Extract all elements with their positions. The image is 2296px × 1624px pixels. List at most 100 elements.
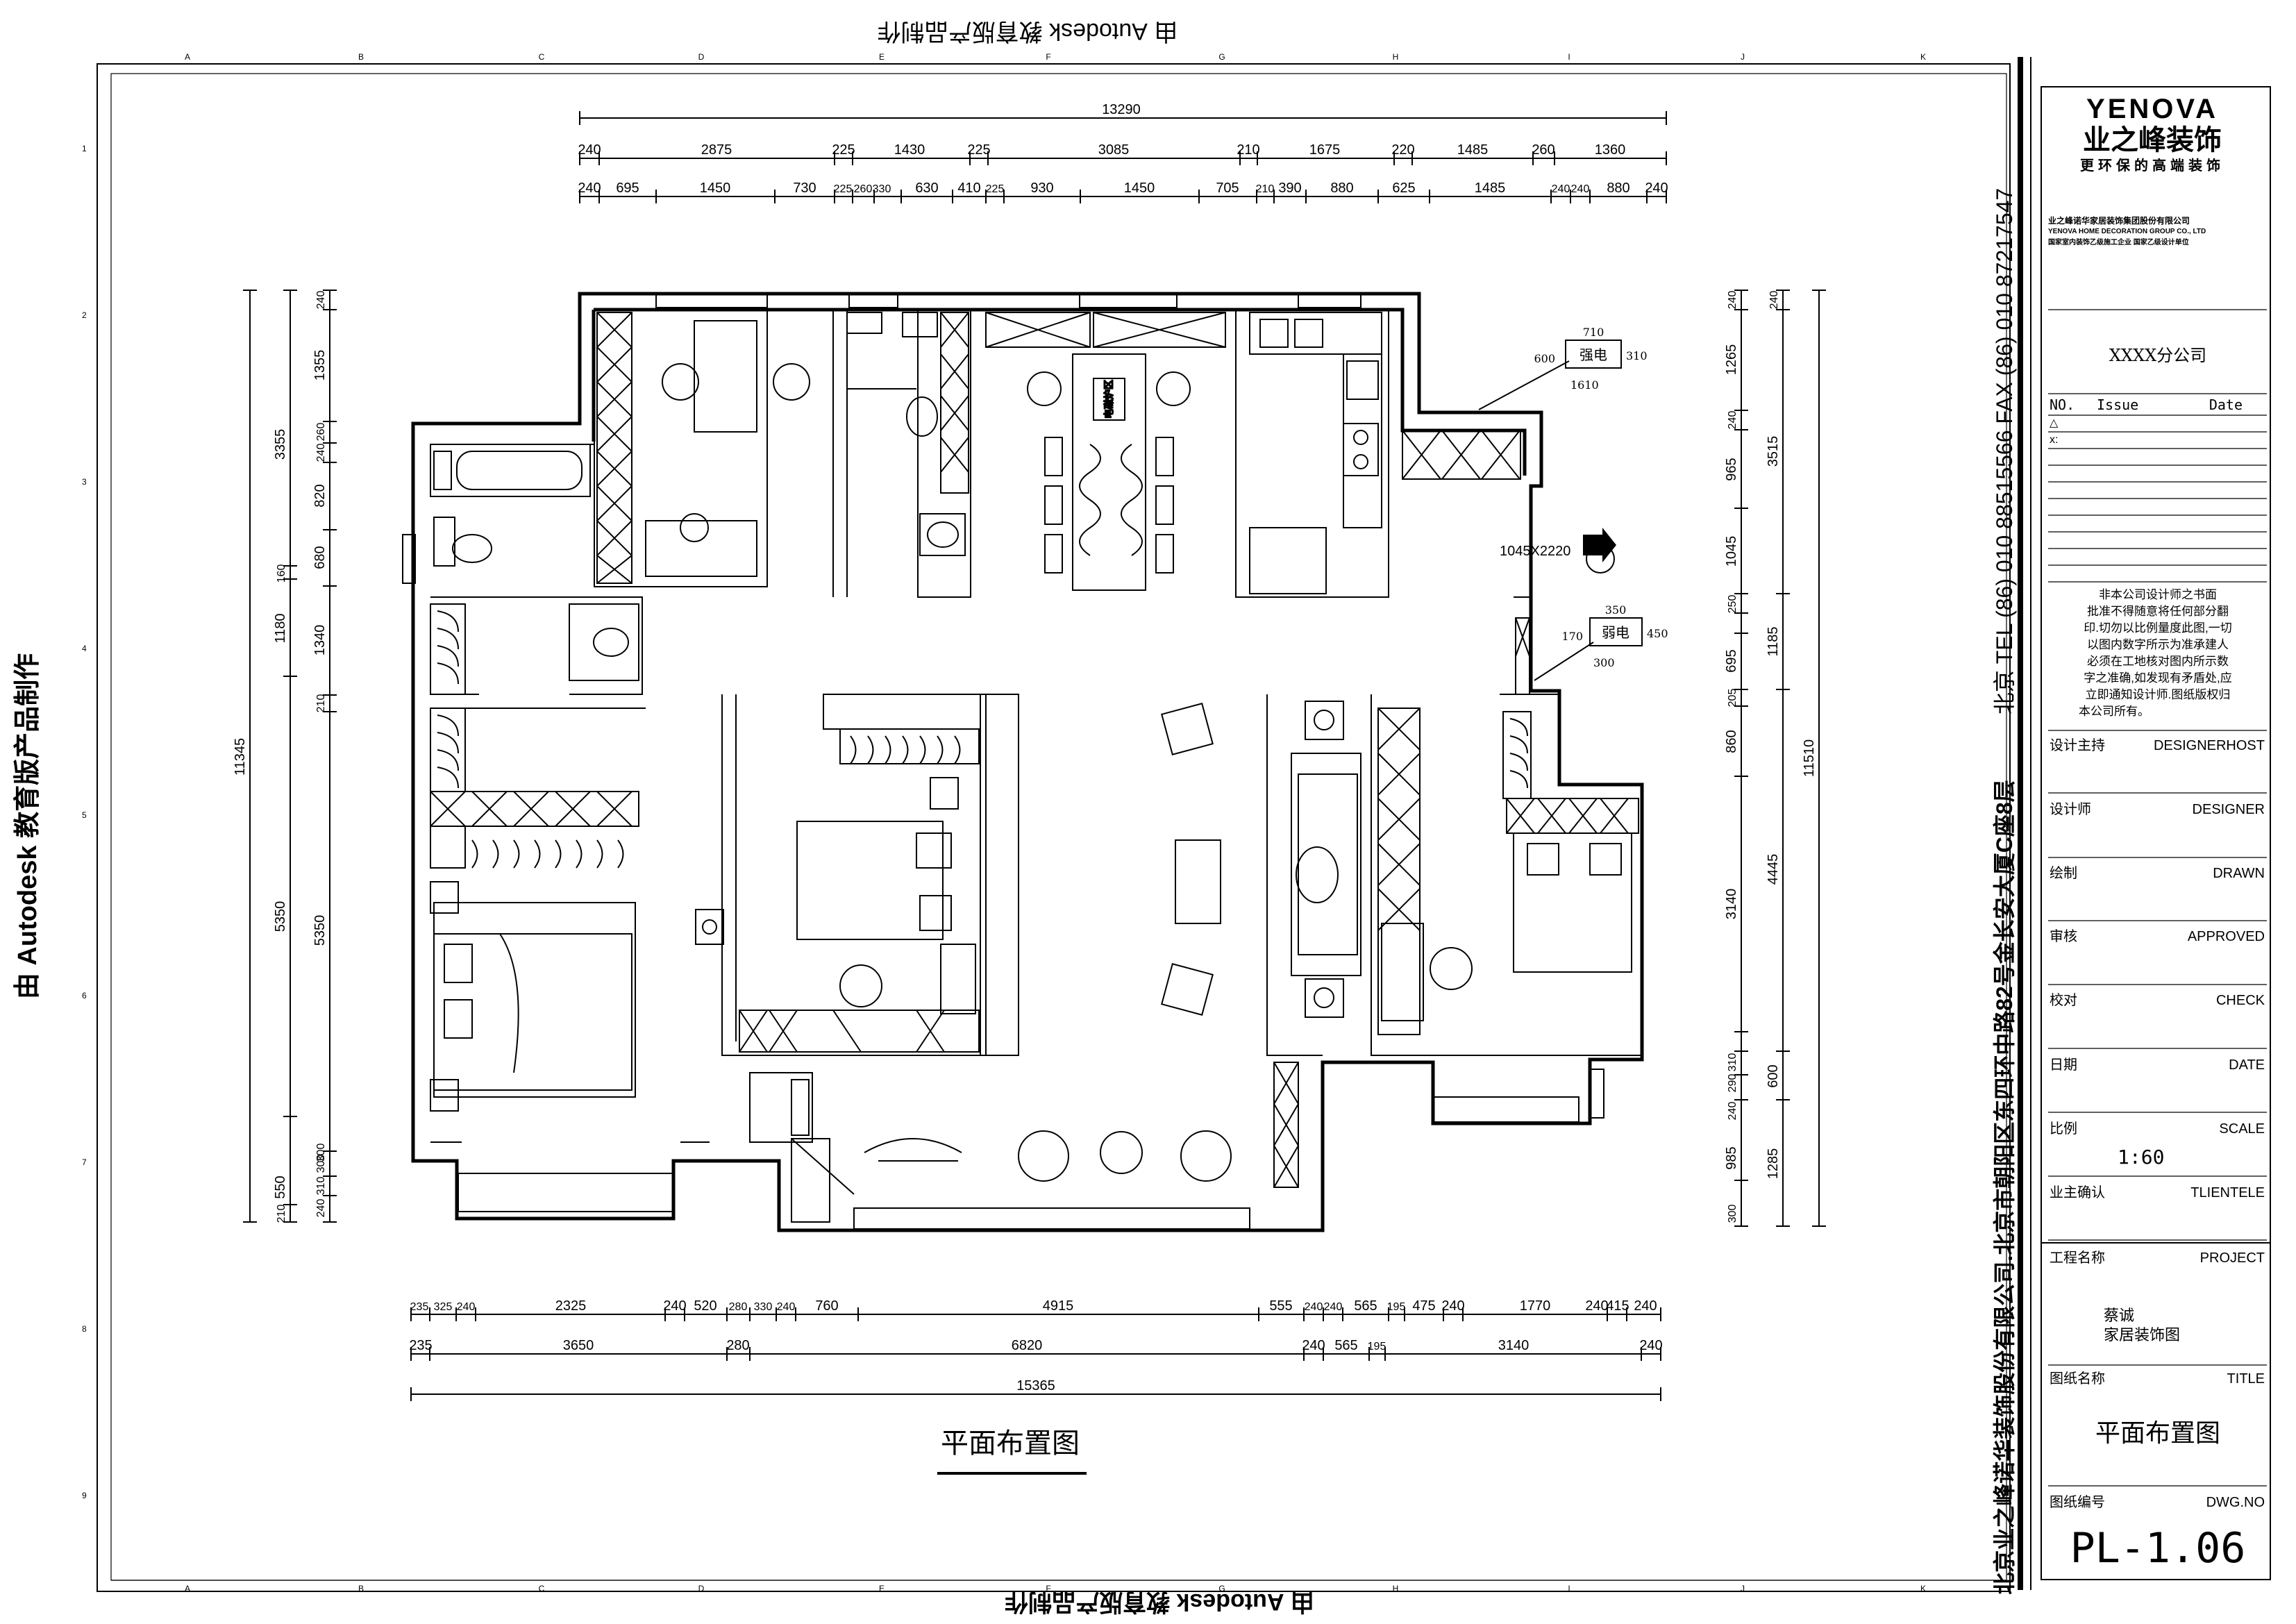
svg-text:批准不得随意将任何部分翻: 批准不得随意将任何部分翻 (2087, 605, 2229, 618)
svg-text:1285: 1285 (1766, 1148, 1781, 1180)
svg-text:965: 965 (1724, 458, 1739, 480)
svg-text:240: 240 (1645, 181, 1668, 196)
svg-text:4445: 4445 (1766, 854, 1781, 885)
svg-text:非本公司设计师之书面: 非本公司设计师之书面 (2099, 588, 2217, 601)
grid-row-7: 7 (82, 1157, 87, 1167)
svg-text:TLIENTELE: TLIENTELE (2190, 1185, 2265, 1200)
svg-text:240: 240 (457, 1301, 476, 1313)
company-note: 国家室内装饰乙级施工企业 国家乙级设计单位 (2048, 237, 2189, 246)
grid-row-8: 8 (82, 1324, 87, 1334)
svg-text:260: 260 (854, 183, 873, 195)
svg-text:600: 600 (1534, 352, 1555, 365)
brand-slogan: 更环保的高端装饰 (2080, 157, 2224, 174)
svg-text:450: 450 (1647, 627, 1668, 640)
dim-right-overall: 11510 (1802, 739, 1817, 777)
svg-text:印.切勿以比例量度此图,一切: 印.切勿以比例量度此图,一切 (2084, 621, 2231, 635)
svg-text:235: 235 (410, 1301, 429, 1313)
svg-text:240: 240 (1634, 1298, 1657, 1314)
strong-power-panel: 强电 710 600 310 1610 (1478, 326, 1648, 410)
svg-text:240: 240 (1302, 1338, 1325, 1353)
svg-text:240: 240 (777, 1301, 796, 1313)
svg-text:210: 210 (1256, 183, 1275, 195)
svg-text:210: 210 (1237, 142, 1259, 158)
grid-col-e: E (879, 52, 885, 62)
svg-text:2875: 2875 (701, 142, 732, 158)
field-client-label: 业主确认 (2050, 1184, 2105, 1200)
svg-text:240: 240 (1727, 1102, 1738, 1121)
field-drawn-label: 绘制 (2050, 865, 2077, 881)
grid-row-2: 2 (82, 310, 87, 320)
brand-logo-en: YENOVA (2086, 94, 2218, 124)
svg-text:210: 210 (276, 1205, 287, 1223)
svg-text:必须在工地核对图内所示数: 必须在工地核对图内所示数 (2087, 655, 2229, 668)
svg-text:3355: 3355 (273, 429, 288, 460)
company-name-en: YENOVA HOME DECORATION GROUP CO., LTD (2048, 228, 2206, 235)
svg-text:5350: 5350 (273, 901, 288, 932)
svg-text:195: 195 (1387, 1301, 1406, 1313)
svg-text:5350: 5350 (312, 915, 328, 946)
study-room (596, 312, 810, 584)
svg-text:K: K (1920, 1584, 1926, 1593)
svg-text:立即通知设计师.图纸版权归: 立即通知设计师.图纸版权归 (2086, 688, 2231, 701)
brand-logo-cn: 业之峰装饰 (2083, 125, 2222, 156)
bathroom-bottom (749, 1072, 855, 1223)
svg-text:240: 240 (1324, 1301, 1343, 1313)
svg-text:Date: Date (2209, 396, 2243, 413)
living-room (864, 701, 1361, 1188)
svg-text:C: C (539, 1584, 545, 1593)
dim-left-overall: 11345 (233, 738, 248, 776)
svg-text:210: 210 (315, 694, 327, 713)
dimension-top: 13290 240 2875 225 1430 225 3085 210 167… (578, 102, 1668, 203)
svg-text:1430: 1430 (894, 142, 925, 158)
grid-col-g: G (1218, 52, 1225, 62)
grid-col-d: D (698, 52, 705, 62)
svg-text:550: 550 (273, 1175, 288, 1198)
dining-island (1072, 353, 1146, 591)
island-label: 电磁炉区 (1103, 380, 1114, 419)
dimension-left: 11345 3355 160 1180 5350 550 210 240 135… (233, 290, 337, 1223)
exterior-wall (411, 292, 1644, 1232)
svg-text:565: 565 (1354, 1298, 1377, 1314)
grid-row-4: 4 (82, 644, 87, 653)
svg-text:240: 240 (1571, 183, 1590, 195)
svg-text:330: 330 (873, 183, 891, 195)
svg-text:625: 625 (1392, 181, 1415, 196)
svg-text:G: G (1218, 1584, 1225, 1593)
svg-text:310: 310 (1727, 1053, 1738, 1072)
svg-text:PROJECT: PROJECT (2200, 1250, 2265, 1266)
svg-text:1265: 1265 (1724, 344, 1739, 376)
dwg-number: PL-1.06 (2070, 1524, 2246, 1573)
field-check-label: 校对 (2050, 992, 2077, 1008)
svg-text:F: F (1046, 1584, 1050, 1593)
svg-text:本公司所有。: 本公司所有。 (2079, 705, 2150, 718)
sofa (1291, 753, 1361, 976)
svg-text:E: E (879, 1584, 885, 1593)
svg-text:DESIGNERHOST: DESIGNERHOST (2154, 738, 2265, 753)
svg-text:930: 930 (1030, 181, 1053, 196)
dining-area: 电磁炉区 (985, 312, 1226, 591)
project-label: 工程名称 (2050, 1250, 2105, 1266)
company-name-cn: 业之峰诺华家居装饰集团股份有限公司 (2048, 215, 2190, 226)
svg-text:1355: 1355 (312, 350, 328, 381)
title-label: 图纸名称 (2050, 1371, 2105, 1387)
svg-text:1450: 1450 (700, 181, 731, 196)
svg-text:Issue: Issue (2097, 396, 2138, 413)
svg-text:SCALE: SCALE (2219, 1121, 2265, 1137)
grid-col-i: I (1568, 52, 1570, 62)
grid-col-j: J (1741, 52, 1745, 62)
svg-text:240: 240 (1441, 1298, 1464, 1314)
windows (402, 293, 1604, 1230)
dim-top-overall: 13290 (1102, 102, 1141, 117)
svg-text:300: 300 (1593, 656, 1615, 669)
grid-row-5: 5 (82, 810, 87, 820)
svg-text:695: 695 (1724, 649, 1739, 672)
bed-center (796, 821, 944, 940)
dimension-bottom: 235 325 240 2325 240 520 280 330 240 760… (409, 1298, 1663, 1401)
svg-text:DATE: DATE (2229, 1057, 2265, 1073)
svg-text:695: 695 (616, 181, 639, 196)
entrance: 1045X2220 (1500, 528, 1616, 574)
svg-text:325: 325 (434, 1301, 453, 1313)
coffee-table (1175, 839, 1221, 924)
svg-text:705: 705 (1216, 181, 1239, 196)
svg-text:4915: 4915 (1043, 1298, 1074, 1314)
